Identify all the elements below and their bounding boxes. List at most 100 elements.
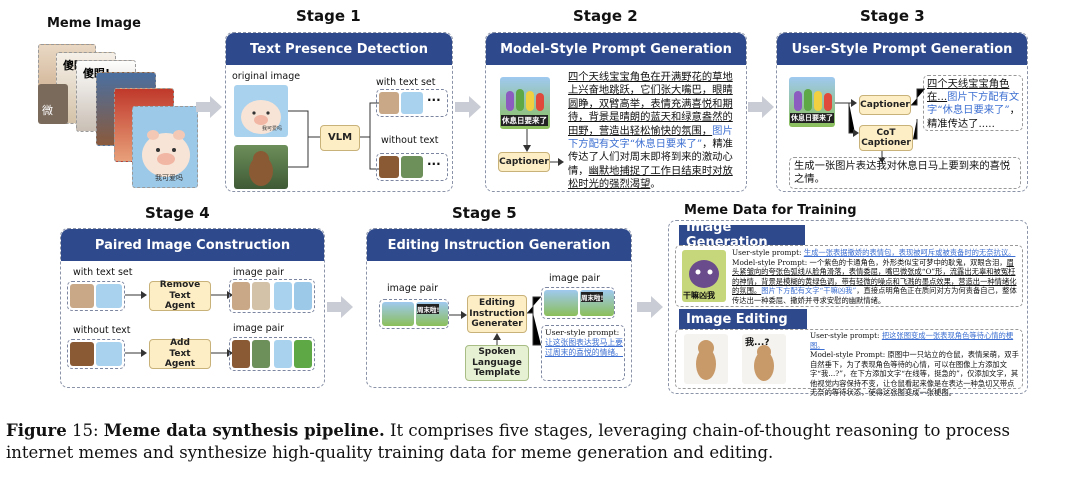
edit-prompts: User-style prompt: 把这张图变成一张表现角色等待心情的梗图。 … [810,331,1020,398]
spoken-language-template-box: Spoken Language Template [465,345,529,381]
image-pair-label-2: image pair [233,323,285,334]
meme-data-panel: Image Generation 干嘛凶我 User-style prompt:… [668,220,1028,397]
prompt-text: ，精准传达了人们对周末即将到来的激动心情， [568,138,733,177]
prompt-text: 四个天线宝宝角色在... [927,78,1010,104]
prompt-label: User-style prompt: [810,331,880,340]
pair-thumb: 周末啦! [580,290,614,316]
without-text-group [67,339,125,369]
image-pair-input-group: 周末啦! [379,299,449,329]
image-generation-box: 干嘛凶我 User-style prompt: 生成一张表据撒娇的表情包，表现被… [675,245,1023,307]
flow-arrow-icon [748,96,774,122]
teletubbies-icon [506,89,544,111]
stage-4-panel: Paired Image Construction with text set … [60,228,325,388]
connector-lines [911,88,925,140]
user-style-prompt-box: User-style prompt: 让这张图表达我马上要过周末的喜悦的情绪。 [541,325,625,381]
gengar-icon [689,260,719,288]
prompt-text-underline: 幽默地捕捉了工作日结束时对放松时光的强烈渴望 [568,164,733,191]
caption-output-box: 四个天线宝宝角色在...图片下方配有文字“休息日要来了”，精准传达了..... [923,75,1023,131]
prompt-text-highlight: 让这张图表达我马上要过周末的喜悦的情绪。 [545,338,623,357]
stage-1-header: Text Presence Detection [226,33,452,65]
without-text-thumb [401,156,423,178]
stage-3-title: Stage 3 [860,7,925,25]
stage-4-title: Stage 4 [145,204,210,222]
original-pig-image: 我可爱吗 [234,85,288,137]
stage3-caption-text: 四个天线宝宝角色在...图片下方配有文字“休息日要来了”，精准传达了..... [927,78,1023,131]
image-pair-output-label: image pair [549,273,601,284]
pair-thumb: 周末啦! [416,302,448,326]
right-arrow-icon [211,291,233,299]
image-editing-header: Image Editing [679,309,807,329]
image-editing-box: 我...? User-style prompt: 把这张图变成一张表现角色等待心… [675,329,1023,397]
meme-text-caption: 休息日要来了 [790,113,834,123]
meme-image-stack: 傻眼! 傻眼! 微 我可爱吗 [38,36,198,196]
editing-instruction-generator-box: Editing Instruction Generater [467,295,527,333]
image-generation-header: Image Generation [679,220,805,250]
cot-captioner-box: CoT Captioner [859,125,913,151]
without-text-thumb [379,156,399,178]
pair-thumb [274,340,292,368]
figure-description: It comprises five stages, leveraging cha… [6,421,1010,462]
with-text-thumb [70,284,94,308]
without-text-label: without text [381,135,439,146]
meme-text-caption: 我...? [745,338,770,348]
prompt-text-highlight: 把这张图变成一张表现角色等待心情的梗图。 [810,331,1014,350]
prompt-text: ，精准传达了..... [927,104,1020,130]
meme-text-caption: 干嘛凶我 [683,291,715,300]
flow-arrow-icon [196,96,222,122]
right-arrow-icon [125,291,147,299]
figure-label: Figure [6,421,67,440]
image-pair-input-label: image pair [387,283,439,294]
original-bear-image [234,145,288,189]
pair-thumb [294,340,312,368]
prompt-label: Model-style Prompt: [810,350,886,359]
right-arrow-icon [449,311,467,319]
prompt-text-highlight: 生成一张表据撒娇的表情包，表现被呵斥或被责备时的无奈抗议。 [803,248,1016,257]
image-pair-output-group: 周末啦! [541,287,615,319]
stage-5-panel: Editing Instruction Generation image pai… [366,228,632,388]
prompt-text-highlight: 图片下方配有文字“休息日要来了” [568,124,733,151]
image-pair-group-1 [229,279,315,313]
connector-lines [527,296,541,346]
original-image-label: original image [232,71,301,82]
prompt-label: Model-style Prompt: [732,257,808,267]
down-arrow-icon [523,129,531,152]
flow-arrow-icon [637,296,663,322]
hamster-image-before [684,334,728,384]
with-text-thumb [96,284,122,308]
prompt-text: 一个紫色的卡通角色，外形类似宝可梦中的耿鬼，双眼含泪， [809,257,1007,267]
with-text-label: with text set [73,267,133,278]
prompt-text: ，直接点明角色正在质问对方为何责备自己，整体传达出一种委屈、撒娇并寻求安慰的幽默… [732,286,1017,305]
prompt-text: 四个天线宝宝角色在开满野花的草地上兴奋地跳跃，它们张大嘴巴，眼睛圆睁，双臂高举，… [568,71,733,137]
image-pair-group-2 [229,337,315,371]
add-text-agent-box: Add Text Agent [149,338,211,369]
teletubbies-icon [794,89,832,111]
without-text-thumb [96,342,122,366]
figure-number: 15: [66,421,104,440]
with-text-label: with text set [376,77,436,88]
meme-thumb-pig: 我可爱吗 [132,106,198,188]
prompt-text-highlight: 图片下方配有文字“干嘛凶我” [761,286,857,295]
gengar-image: 干嘛凶我 [682,250,726,302]
prompt-label: User-style prompt: [732,248,802,257]
ellipsis-icon: ··· [427,93,441,107]
pair-thumb [232,282,250,310]
pair-thumb [252,282,270,310]
stage-2-header: Model-Style Prompt Generation [486,33,746,65]
prompt-text: 。 [650,178,661,191]
hamster-icon [696,340,716,380]
stage-3-header: User-Style Prompt Generation [777,33,1027,65]
right-arrow-icon [125,349,147,357]
flow-arrow-icon [327,296,353,322]
figure-title: Meme data synthesis pipeline. [103,421,385,440]
with-text-thumb [401,92,423,114]
stage-5-header: Editing Instruction Generation [367,229,631,261]
prompt-label: User-style prompt: [545,328,620,337]
image-pair-label-1: image pair [233,267,285,278]
stage2-model-prompt: 四个天线宝宝角色在开满野花的草地上兴奋地跳跃，它们张大嘴巴，眼睛圆睁，双臂高举，… [568,71,742,192]
meme-text-caption: 休息日要来了 [501,115,548,126]
vlm-box: VLM [320,125,360,151]
without-text-thumb [70,342,94,366]
meme-thumb-4: 微 [38,84,68,124]
stage-1-title: Stage 1 [296,7,361,25]
stage-2-panel: Model-Style Prompt Generation 休息日要来了 Cap… [485,32,747,192]
